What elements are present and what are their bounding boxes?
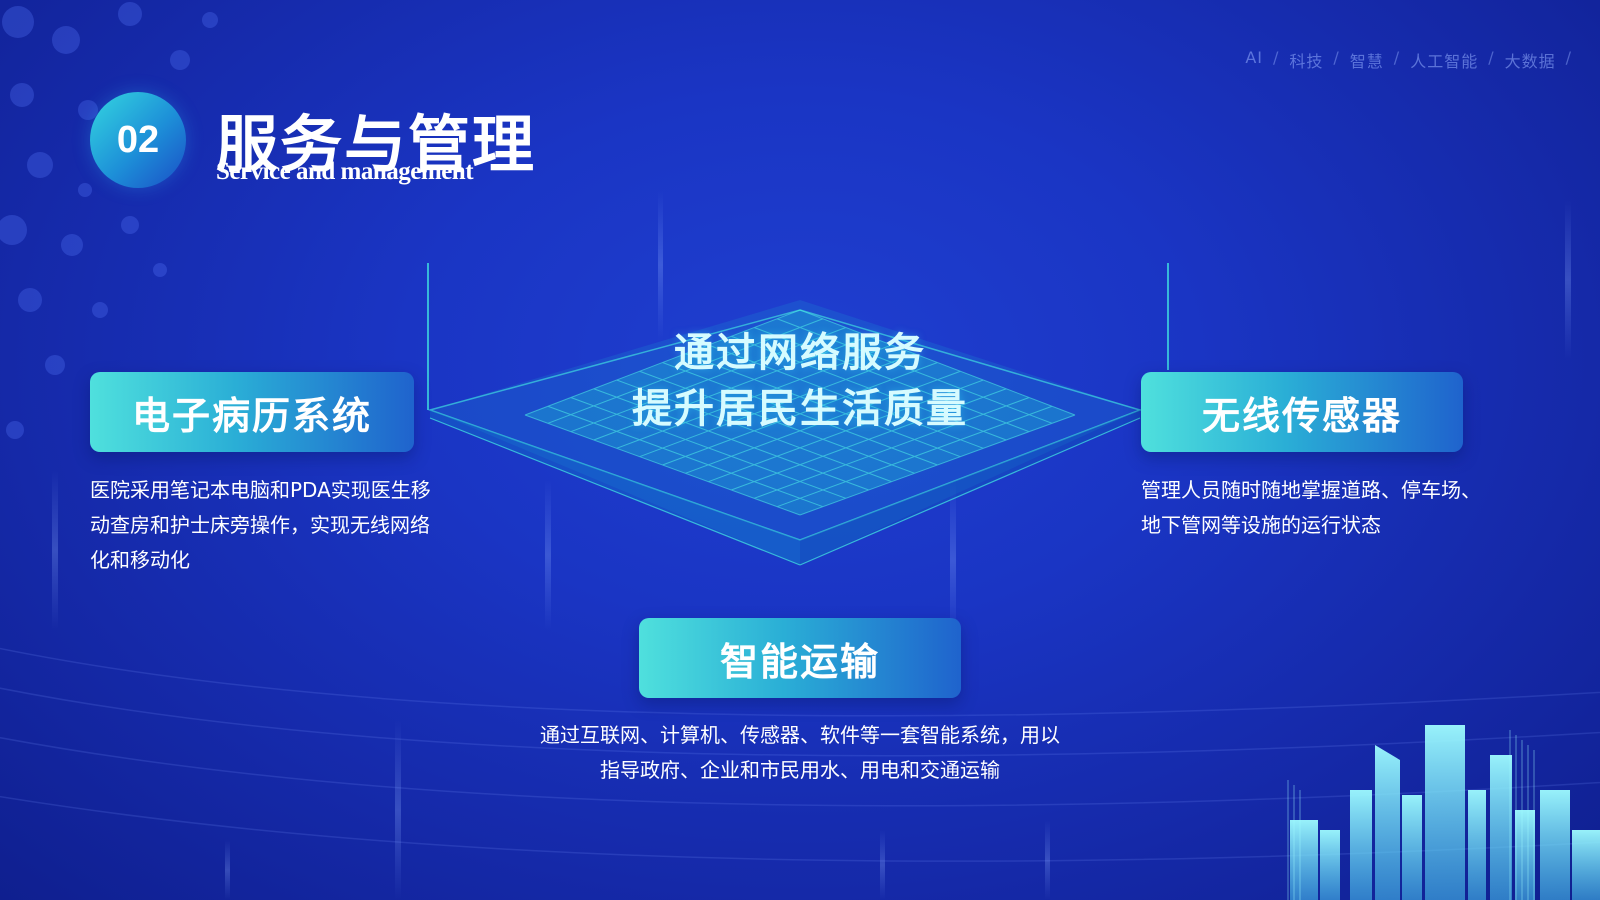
- page-title: 服务与管理: [216, 108, 537, 181]
- tag-item: 大数据: [1504, 52, 1556, 71]
- card-label-smart-transport: 智能运输: [639, 618, 961, 698]
- tag-item: 科技: [1289, 52, 1324, 71]
- topic-tags: AI/ 科技/ 智慧/ 人工智能/ 大数据/: [1245, 48, 1572, 71]
- card-desc-medical-records: 医院采用笔记本电脑和PDA实现医生移 动查房和护士床旁操作，实现无线网络 化和移…: [90, 473, 490, 578]
- desc-line: 地下管网等设施的运行状态: [1141, 513, 1381, 537]
- center-slogan: 通过网络服务 提升居民生活质量: [600, 325, 1000, 437]
- section-number-badge: 02: [90, 92, 186, 188]
- center-slogan-line2: 提升居民生活质量: [632, 386, 968, 432]
- card-label-medical-records: 电子病历系统: [90, 372, 414, 452]
- desc-line: 指导政府、企业和市民用水、用电和交通运输: [600, 758, 1000, 782]
- tag-item: 智慧: [1349, 52, 1384, 71]
- center-slogan-line1: 通过网络服务: [674, 330, 926, 376]
- desc-line: 医院采用笔记本电脑和PDA实现医生移: [90, 478, 431, 502]
- desc-line: 管理人员随时随地掌握道路、停车场、: [1141, 478, 1481, 502]
- tag-item: AI: [1245, 48, 1263, 67]
- card-label-wireless-sensors: 无线传感器: [1141, 372, 1463, 452]
- desc-line: 化和移动化: [90, 548, 190, 572]
- page-subtitle: Service and management: [216, 158, 474, 185]
- card-desc-wireless-sensors: 管理人员随时随地掌握道路、停车场、 地下管网等设施的运行状态: [1141, 473, 1561, 543]
- desc-line: 动查房和护士床旁操作，实现无线网络: [90, 513, 430, 537]
- desc-line: 通过互联网、计算机、传感器、软件等一套智能系统，用以: [540, 723, 1060, 747]
- tag-item: 人工智能: [1410, 52, 1479, 71]
- card-desc-smart-transport: 通过互联网、计算机、传感器、软件等一套智能系统，用以 指导政府、企业和市民用水、…: [460, 718, 1140, 788]
